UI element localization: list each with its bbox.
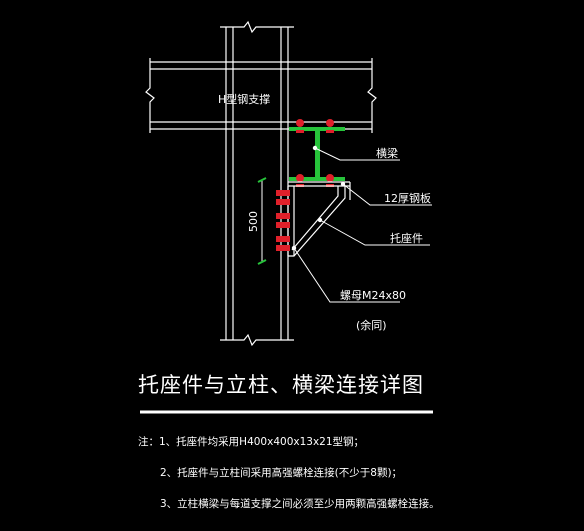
- crossbeam: [289, 127, 345, 181]
- note-3: 3、立柱横梁与每道支撑之间必须至少用两颗高强螺栓连接。: [160, 497, 440, 510]
- column: [220, 20, 294, 347]
- h-beam-support: [145, 58, 377, 133]
- steel-plate-12: [288, 181, 351, 200]
- bracket: [287, 186, 346, 257]
- dimension-500: [257, 177, 267, 265]
- note-1: 注：1、托座件均采用H400x400x13x21型钢；: [138, 435, 364, 448]
- column-bolts: [276, 190, 290, 251]
- dimension-label: 500: [247, 211, 260, 232]
- same-label: (余同): [356, 318, 387, 332]
- nut-label: 螺母M24x80: [340, 289, 406, 302]
- drawing-title: 托座件与立柱、横梁连接详图: [138, 373, 424, 397]
- bracket-label: 托座件: [390, 231, 423, 245]
- crossbeam-label: 横梁: [376, 146, 398, 160]
- leader-lines: [293, 147, 432, 303]
- note-2: 2、托座件与立柱间采用高强螺栓连接(不少于8颗)；: [160, 466, 402, 479]
- plate-label: 12厚钢板: [384, 191, 431, 205]
- leader-dots: [291, 145, 346, 251]
- h-beam-label: H型钢支撑: [218, 92, 270, 106]
